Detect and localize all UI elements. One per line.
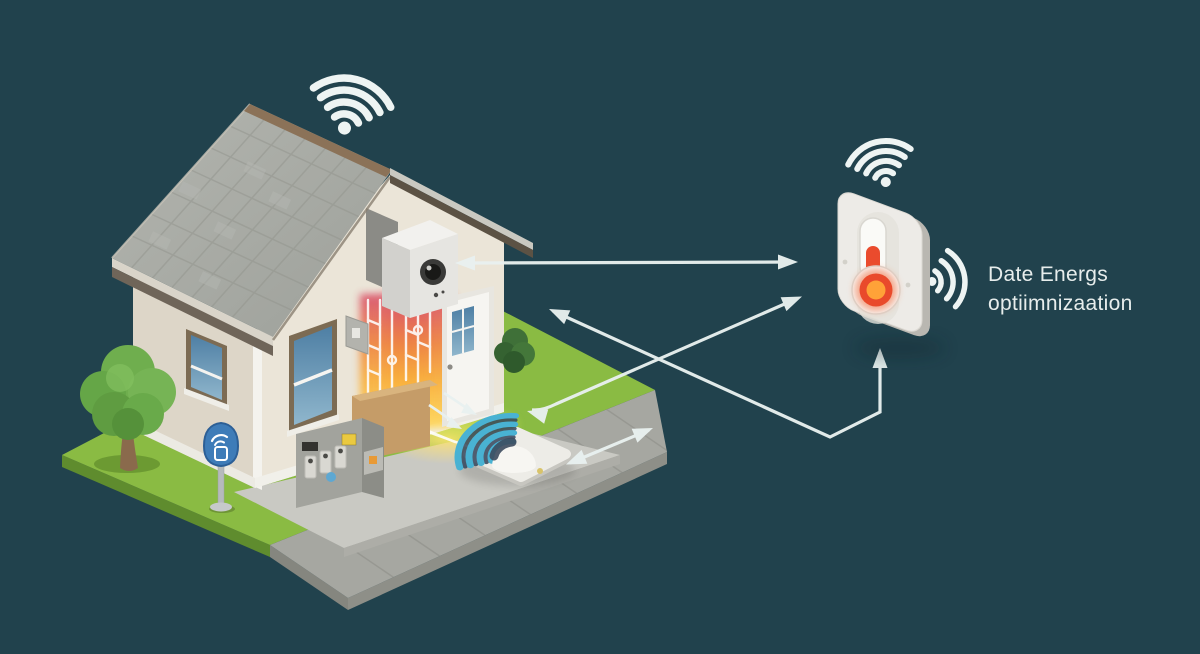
tree-trunk	[120, 432, 138, 471]
sensor-wifi-arcs	[454, 412, 520, 471]
pavement-edge-right	[348, 452, 667, 610]
arrow-sensor-link	[566, 428, 653, 465]
house-wifi-icon	[309, 74, 395, 135]
security-camera	[382, 220, 458, 318]
entry-door	[442, 286, 494, 427]
thermostat-wifi-icon	[845, 137, 914, 188]
grass-edge	[62, 455, 270, 557]
ground-sensor	[454, 412, 575, 486]
smart-sign	[202, 421, 240, 513]
door-knob	[447, 364, 453, 370]
baseboard-side	[133, 420, 255, 488]
sign-shield	[202, 421, 240, 468]
thermometer-icon	[851, 217, 901, 315]
sign-device-icon	[210, 434, 229, 461]
electrical-panel	[345, 315, 369, 355]
window-left	[184, 329, 229, 411]
arrow-house-thermostat	[527, 296, 802, 424]
rake-trim	[271, 176, 392, 341]
arrow-thermostat-return	[549, 309, 888, 439]
window-front	[287, 319, 339, 437]
tree	[80, 345, 176, 473]
utility-meters	[296, 380, 438, 508]
ridge-board	[244, 104, 392, 177]
arrow-camera-thermostat	[455, 254, 798, 271]
roof-shingles	[112, 104, 392, 337]
energy-flow-arrows	[428, 391, 477, 429]
pavement-edge	[270, 545, 348, 610]
annotation-line1: Date Energs	[988, 263, 1109, 286]
shingle-patches	[148, 161, 292, 290]
bush	[494, 328, 535, 373]
sensor-indicator	[537, 468, 543, 474]
annotation-label: Date Energs optiimnizaation	[988, 261, 1133, 318]
annotation-line2: optiimnizaation	[988, 291, 1133, 315]
sound-waves-icon	[927, 247, 968, 310]
shingle-lines	[112, 112, 392, 337]
warning-label	[341, 433, 357, 446]
right-eave	[390, 168, 533, 250]
thermostat-shadow	[855, 337, 945, 359]
sensor-dome	[492, 446, 536, 473]
sign-post	[217, 463, 225, 509]
roof	[111, 103, 533, 356]
thermostat-device	[837, 192, 930, 337]
tree-canopy	[80, 345, 176, 440]
corner-trim	[253, 330, 262, 490]
connector-arrows	[428, 254, 888, 465]
meter-units	[304, 445, 347, 482]
